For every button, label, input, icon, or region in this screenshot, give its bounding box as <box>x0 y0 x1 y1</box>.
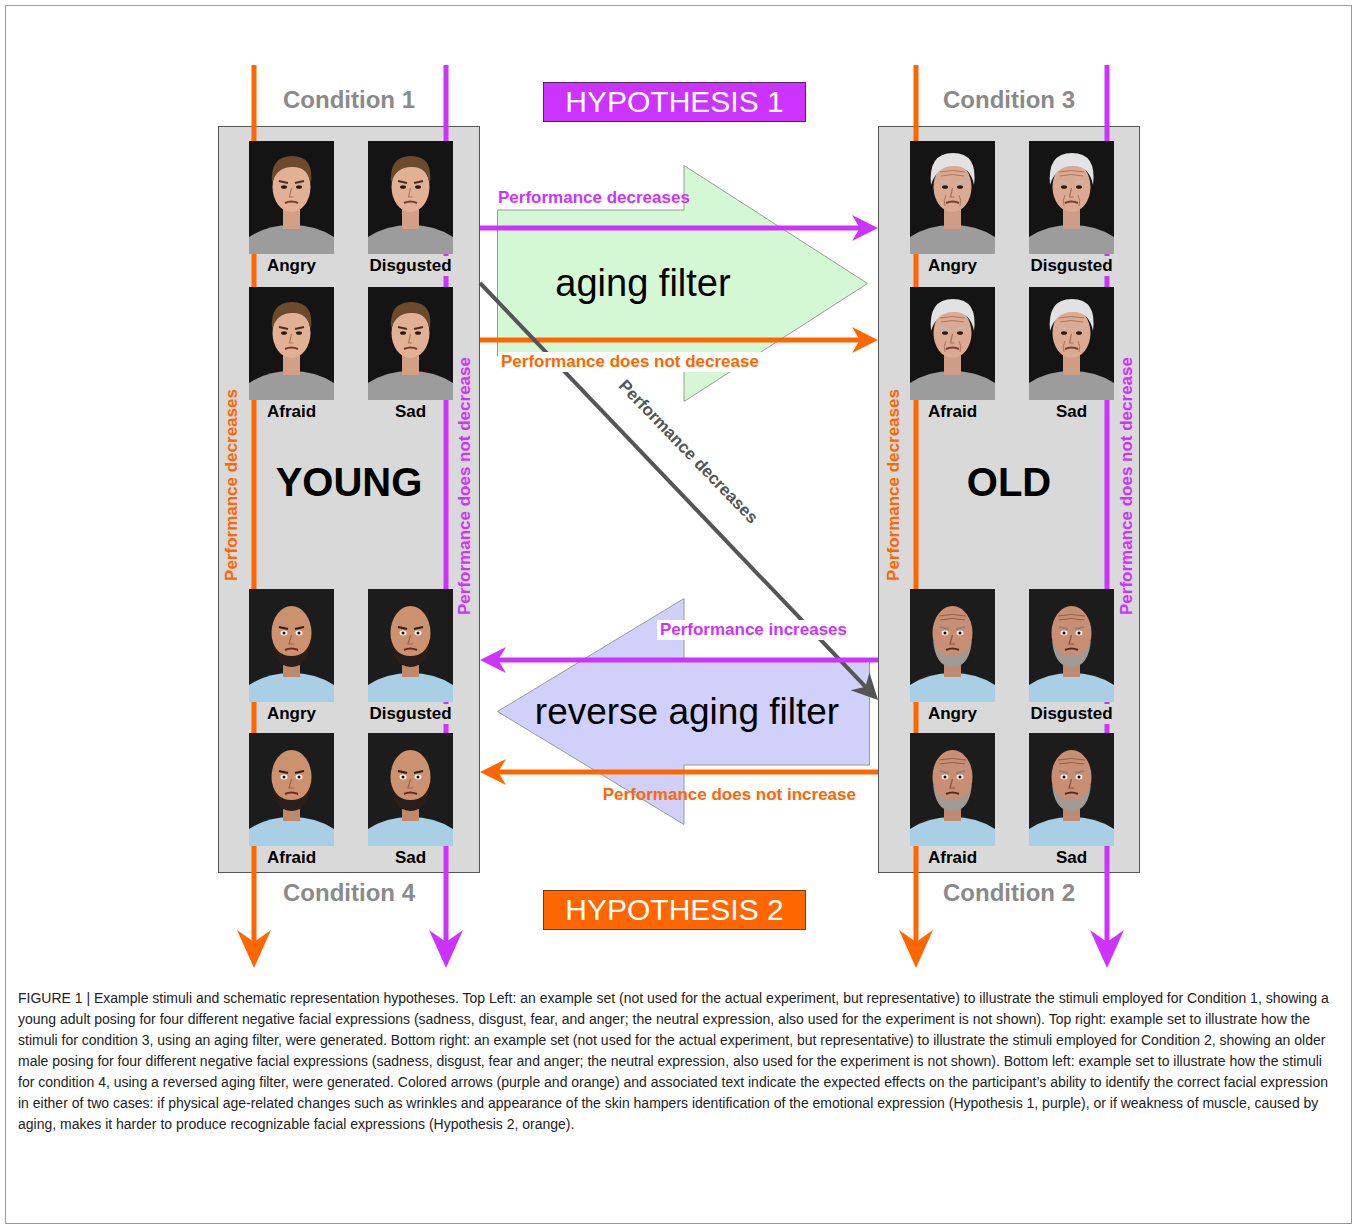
face-photo <box>368 733 453 846</box>
condition-label: Condition 4 <box>283 879 415 907</box>
face-photo <box>910 733 995 846</box>
age-group-title: YOUNG <box>276 459 423 505</box>
photo-label: Angry <box>926 704 979 724</box>
edge-label: Performance does not increase <box>603 785 856 805</box>
photo-label: Angry <box>926 256 979 276</box>
face-photo <box>368 589 453 702</box>
track-arrowhead <box>237 930 271 968</box>
connector-arrowhead <box>852 215 878 241</box>
face-photo <box>249 287 334 400</box>
connector-line <box>498 770 878 775</box>
photo-label: Disgusted <box>367 704 453 724</box>
photo-label: Angry <box>265 256 318 276</box>
hypothesis-box: HYPOTHESIS 1 <box>543 82 806 122</box>
filter-arrow-outline <box>498 166 868 402</box>
face-photo <box>249 733 334 846</box>
connector-arrowhead <box>852 327 878 353</box>
track-arrowhead <box>1090 930 1124 968</box>
filter-label: reverse aging filter <box>535 691 839 733</box>
photo-label: Disgusted <box>1028 704 1114 724</box>
condition-label: Condition 3 <box>943 86 1075 114</box>
edge-label: Performance decreases <box>498 188 690 208</box>
face-photo <box>1029 589 1114 702</box>
filter-label: aging filter <box>555 261 730 305</box>
face-photo <box>249 589 334 702</box>
filter-arrow-outline <box>498 599 870 825</box>
photo-set <box>249 141 1114 846</box>
condition-label: Condition 2 <box>943 879 1075 907</box>
photo-label: Afraid <box>926 402 979 422</box>
photo-label: Sad <box>1054 848 1089 868</box>
connector-arrowhead <box>480 647 506 673</box>
face-photo <box>1029 733 1114 846</box>
photo-label: Afraid <box>265 848 318 868</box>
age-group-title: OLD <box>967 459 1051 505</box>
photo-label: Afraid <box>265 402 318 422</box>
face-photo <box>910 589 995 702</box>
hypothesis-track-label: Performance decreases <box>222 389 242 581</box>
face-photo <box>249 141 334 254</box>
edge-label: Performance does not decrease <box>498 352 762 372</box>
photo-label: Angry <box>265 704 318 724</box>
hypothesis-label: HYPOTHESIS 2 <box>565 893 783 927</box>
photo-label: Disgusted <box>1028 256 1114 276</box>
connector-arrowhead <box>480 759 506 785</box>
hypothesis-track-label: Performance does not decrease <box>1117 357 1137 615</box>
face-photo <box>1029 287 1114 400</box>
edge-label: Performance increases <box>657 620 850 640</box>
figure-frame <box>6 6 1352 1224</box>
photo-label: Sad <box>1054 402 1089 422</box>
hypothesis-label: HYPOTHESIS 1 <box>565 85 783 119</box>
edge-label: Performance decreases <box>614 376 762 528</box>
hypothesis-track-label: Performance decreases <box>884 389 904 581</box>
face-photo <box>910 141 995 254</box>
hypothesis-box: HYPOTHESIS 2 <box>543 890 806 930</box>
track-arrowhead <box>899 930 933 968</box>
face-photo <box>368 141 453 254</box>
face-photo <box>368 287 453 400</box>
hypothesis-track-label: Performance does not decrease <box>455 357 475 615</box>
photo-label: Sad <box>393 402 428 422</box>
face-photo <box>1029 141 1114 254</box>
figure-caption: FIGURE 1 | Example stimuli and schematic… <box>18 988 1340 1135</box>
photo-label: Sad <box>393 848 428 868</box>
condition-label: Condition 1 <box>283 86 415 114</box>
track-arrowhead <box>429 930 463 968</box>
face-photo <box>910 287 995 400</box>
photo-label: Disgusted <box>367 256 453 276</box>
photo-label: Afraid <box>926 848 979 868</box>
